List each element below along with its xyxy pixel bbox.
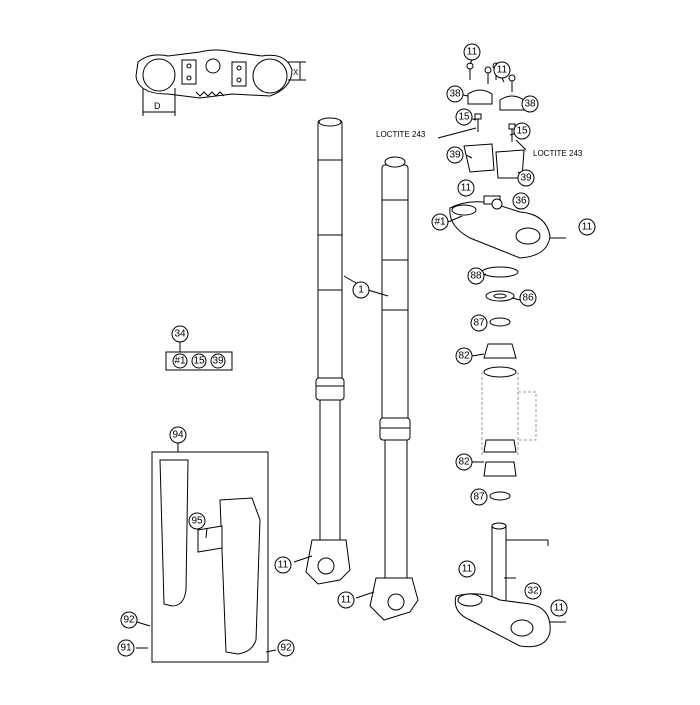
callout-87-bottom: 87: [470, 488, 488, 506]
callout-38-left: 38: [446, 85, 464, 103]
callout-34-1-text: #1: [174, 356, 186, 367]
callout-82-top-text: 82: [458, 351, 470, 362]
callout-36: 36: [512, 192, 530, 210]
callout-39-left: 39: [446, 146, 464, 164]
callout-11-fork-left: 11: [274, 556, 292, 574]
callout-34: 34: [171, 325, 189, 343]
handlebar-clamp-lower: [463, 143, 525, 179]
callout-11-clamp-text: 11: [582, 222, 593, 233]
callout-39-right: 39: [517, 169, 535, 187]
loctite-label-left: LOCTITE 243: [376, 130, 426, 139]
callout-38-right: 38: [521, 95, 539, 113]
callout-11-stem-right-text: 11: [554, 603, 565, 614]
lower-triple-clamp-stem: [454, 522, 566, 648]
callout-92-right-text: 92: [280, 643, 292, 654]
callout-1-clamp: #1: [431, 213, 449, 231]
loctite-label-right: LOCTITE 243: [533, 149, 583, 158]
callout-91: 91: [117, 639, 135, 657]
callout-39-right-text: 39: [520, 173, 532, 184]
callout-94: 94: [169, 426, 187, 444]
callout-38-right-text: 38: [524, 99, 536, 110]
callout-87-top-text: 87: [473, 318, 485, 329]
callout-91-text: 91: [120, 643, 132, 654]
callout-11-fork-left-text: 11: [278, 560, 289, 571]
upper-triple-clamp: [449, 195, 566, 259]
steering-bearing-set: [481, 266, 519, 501]
callout-15-left-text: 15: [458, 112, 470, 123]
callout-1-fork-text: 1: [358, 285, 364, 296]
handlebar-clamp-upper: [467, 89, 525, 111]
callout-34-15: 15: [191, 353, 207, 369]
callout-1-clamp-text: #1: [434, 217, 446, 228]
dim-d-label: D: [154, 101, 161, 111]
callout-92-left-text: 92: [123, 615, 135, 626]
callout-11-top-2-text: 11: [497, 65, 508, 76]
callout-34-15-text: 15: [193, 356, 205, 367]
callout-11-top: 11: [463, 43, 481, 61]
triple-clamp-top-view-detail: D X: [135, 49, 306, 116]
callout-36-text: 36: [515, 196, 527, 207]
leader-lines: [136, 59, 549, 653]
callout-39-left-text: 39: [449, 150, 461, 161]
callout-38-left-text: 38: [449, 89, 461, 100]
callout-11-fork-right-text: 11: [341, 595, 352, 606]
callout-11-cap: 11: [457, 179, 475, 197]
steering-head-ghost: [481, 372, 537, 456]
callout-1-fork: 1: [352, 281, 370, 299]
callout-11-fork-right: 11: [337, 591, 355, 609]
callout-87-bottom-text: 87: [473, 492, 485, 503]
callout-34-39-text: 39: [212, 356, 224, 367]
callout-86-text: 86: [522, 293, 534, 304]
kit-34-group: 34 #1 15 39: [165, 325, 233, 371]
fork-leg-left: [305, 117, 351, 585]
callout-94-text: 94: [172, 430, 184, 441]
callout-82-top: 82: [455, 347, 473, 365]
callout-11-stem-left-text: 11: [462, 564, 473, 575]
callout-34-text: 34: [174, 329, 186, 340]
callout-15-left: 15: [455, 108, 473, 126]
callout-82-bottom: 82: [455, 453, 473, 471]
callout-11-clamp: 11: [578, 218, 596, 236]
loctite-screws: [474, 113, 516, 142]
callout-34-1: #1: [172, 353, 188, 369]
callout-88: 88: [467, 267, 485, 285]
callout-95-text: 95: [191, 516, 203, 527]
callout-32: 32: [524, 582, 542, 600]
callout-32-text: 32: [527, 586, 539, 597]
callout-34-39: 39: [210, 353, 226, 369]
callout-87-top: 87: [470, 314, 488, 332]
dim-x-label: X: [293, 68, 299, 77]
callout-11-top-text: 11: [467, 47, 478, 58]
callout-11-stem-left: 11: [458, 560, 476, 578]
callout-15-right-text: 15: [516, 126, 528, 137]
callout-86: 86: [519, 289, 537, 307]
callout-92-left: 92: [120, 611, 138, 629]
callout-82-bottom-text: 82: [458, 457, 470, 468]
callout-88-text: 88: [470, 271, 482, 282]
fork-leg-right: [369, 156, 419, 621]
callout-95: 95: [188, 512, 206, 530]
callout-92-right: 92: [277, 639, 295, 657]
callout-11-cap-text: 11: [461, 183, 472, 194]
callout-15-right: 15: [513, 122, 531, 140]
callout-11-top-2: 11: [493, 61, 511, 79]
callout-11-stem-right: 11: [550, 599, 568, 617]
fork-guards: [151, 451, 269, 663]
